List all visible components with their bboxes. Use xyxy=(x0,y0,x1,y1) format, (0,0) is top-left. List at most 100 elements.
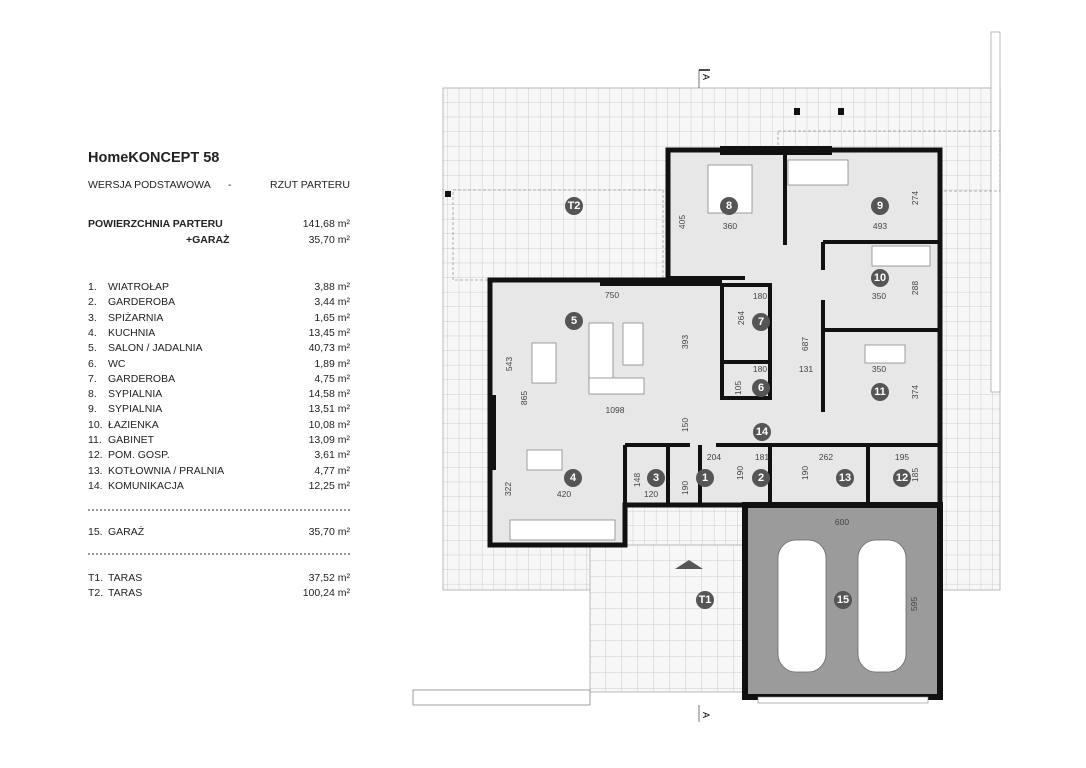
marker-circle xyxy=(696,591,714,609)
room-row: 6. WC 1,89 m² xyxy=(88,358,350,373)
dimension-label: 180 xyxy=(753,291,767,301)
dimension-label: 543 xyxy=(504,357,514,371)
divider xyxy=(88,509,350,511)
room-number: 10. xyxy=(88,418,103,431)
dimension-label: 1098 xyxy=(606,405,625,415)
room-row: 12.POM. GOSP.3,61 m² xyxy=(88,449,350,464)
room-name: SYPIALNIA xyxy=(108,388,163,401)
room-name: KUCHNIA xyxy=(108,326,156,339)
marker-circle xyxy=(647,469,665,487)
room-number: 15. xyxy=(88,526,103,538)
room-name: GARAŻ xyxy=(108,526,145,538)
room-name: GABINET xyxy=(108,434,155,446)
dimension-label: 190 xyxy=(680,481,690,495)
room-name: WC xyxy=(108,357,126,370)
room-number: T2. xyxy=(88,587,104,599)
room-marker: 12 xyxy=(893,469,911,487)
room-name: TARAS xyxy=(108,587,143,599)
garage-row: 15. GARAŻ 35,70 m² xyxy=(88,526,350,541)
marker-label: 5 xyxy=(571,315,577,327)
room-number: 8. xyxy=(88,388,97,401)
room-marker: 8 xyxy=(720,197,738,215)
view-label: RZUT PARTERU xyxy=(270,179,350,191)
room-marker: 3 xyxy=(647,469,665,487)
room-area: 35,70 m² xyxy=(308,526,350,538)
dimension-label: 405 xyxy=(677,215,687,229)
room-marker: 5 xyxy=(565,312,583,330)
room-area: 37,52 m² xyxy=(308,572,350,584)
pergola-post xyxy=(990,31,1001,393)
marker-label: T2 xyxy=(568,200,581,212)
marker-circle xyxy=(696,469,714,487)
room-number: 2. xyxy=(88,296,97,309)
marker-circle xyxy=(752,469,770,487)
room-area: 3,88 m² xyxy=(314,281,350,293)
marker-label: 6 xyxy=(758,382,764,394)
dimension-label: 190 xyxy=(735,466,745,480)
room-marker: T1 xyxy=(696,591,714,609)
furniture xyxy=(509,159,931,541)
marker-circle xyxy=(836,469,854,487)
wall xyxy=(600,278,722,286)
room-marker: 11 xyxy=(871,383,889,401)
marker-label: 12 xyxy=(896,472,908,484)
marker-label: 13 xyxy=(839,472,851,484)
marker-circle xyxy=(871,197,889,215)
dimension-label: 181 xyxy=(755,452,769,462)
marker-label: 4 xyxy=(570,472,577,484)
room-area: 13,09 m² xyxy=(308,434,350,446)
room-name: SALON / JADALNIA xyxy=(108,342,203,355)
room-name: KOTŁOWNIA / PRALNIA xyxy=(108,464,225,477)
terrace-row: T2. TARAS 100,24 m² xyxy=(88,587,350,602)
room-number: 6. xyxy=(88,357,97,370)
marker-circle xyxy=(565,197,583,215)
wall xyxy=(488,395,496,470)
marker-label: 1 xyxy=(702,472,708,484)
room-marker: 7 xyxy=(752,313,770,331)
room-name: KOMUNIKACJA xyxy=(108,479,184,492)
room-name: WIATROŁAP xyxy=(108,281,170,293)
marker-label: 9 xyxy=(877,200,883,212)
marker-circle xyxy=(752,379,770,397)
room-marker: 2 xyxy=(752,469,770,487)
dimension-label: 262 xyxy=(819,452,833,462)
floor-area-row: POWIERZCHNIA PARTERU 141,68 m² xyxy=(88,218,350,233)
dimension-label: 393 xyxy=(680,335,690,349)
room-number: 4. xyxy=(88,326,97,339)
marker-circle xyxy=(753,423,771,441)
dimension-label: 204 xyxy=(707,452,721,462)
room-name: SYPIALNIA xyxy=(108,403,163,416)
dimension-label: 190 xyxy=(800,466,810,480)
section-mark-top: A xyxy=(698,69,711,88)
dimension-label: 180 xyxy=(753,364,767,374)
room-row: 4. KUCHNIA 13,45 m² xyxy=(88,327,350,342)
marker-circle xyxy=(752,313,770,331)
floor-area-label: POWIERZCHNIA PARTERU xyxy=(88,218,223,230)
dimension-label: 120 xyxy=(644,489,658,499)
dimension-label: 360 xyxy=(723,221,737,231)
section-mark-bottom: A xyxy=(698,705,711,722)
marker-label: 15 xyxy=(837,594,849,606)
section-label: A xyxy=(701,74,711,80)
room-number: 5. xyxy=(88,342,97,355)
dimension-label: 148 xyxy=(632,473,642,487)
terrace-t1 xyxy=(589,544,746,693)
bench xyxy=(412,689,591,706)
interior-walls xyxy=(623,150,940,545)
marker-circle xyxy=(871,269,889,287)
dimension-label: 750 xyxy=(605,290,619,300)
room-area: 1,89 m² xyxy=(314,357,350,370)
room-area: 10,08 m² xyxy=(308,418,350,431)
room-area: 40,73 m² xyxy=(308,342,350,355)
garage-door xyxy=(757,696,929,704)
room-area: 13,45 m² xyxy=(308,326,350,339)
room-name: GARDEROBA xyxy=(108,296,176,309)
dimension-label: 195 xyxy=(895,452,909,462)
dimension-label: 493 xyxy=(873,221,887,231)
dimension-label: 105 xyxy=(733,381,743,395)
room-area: 3,61 m² xyxy=(314,449,350,462)
